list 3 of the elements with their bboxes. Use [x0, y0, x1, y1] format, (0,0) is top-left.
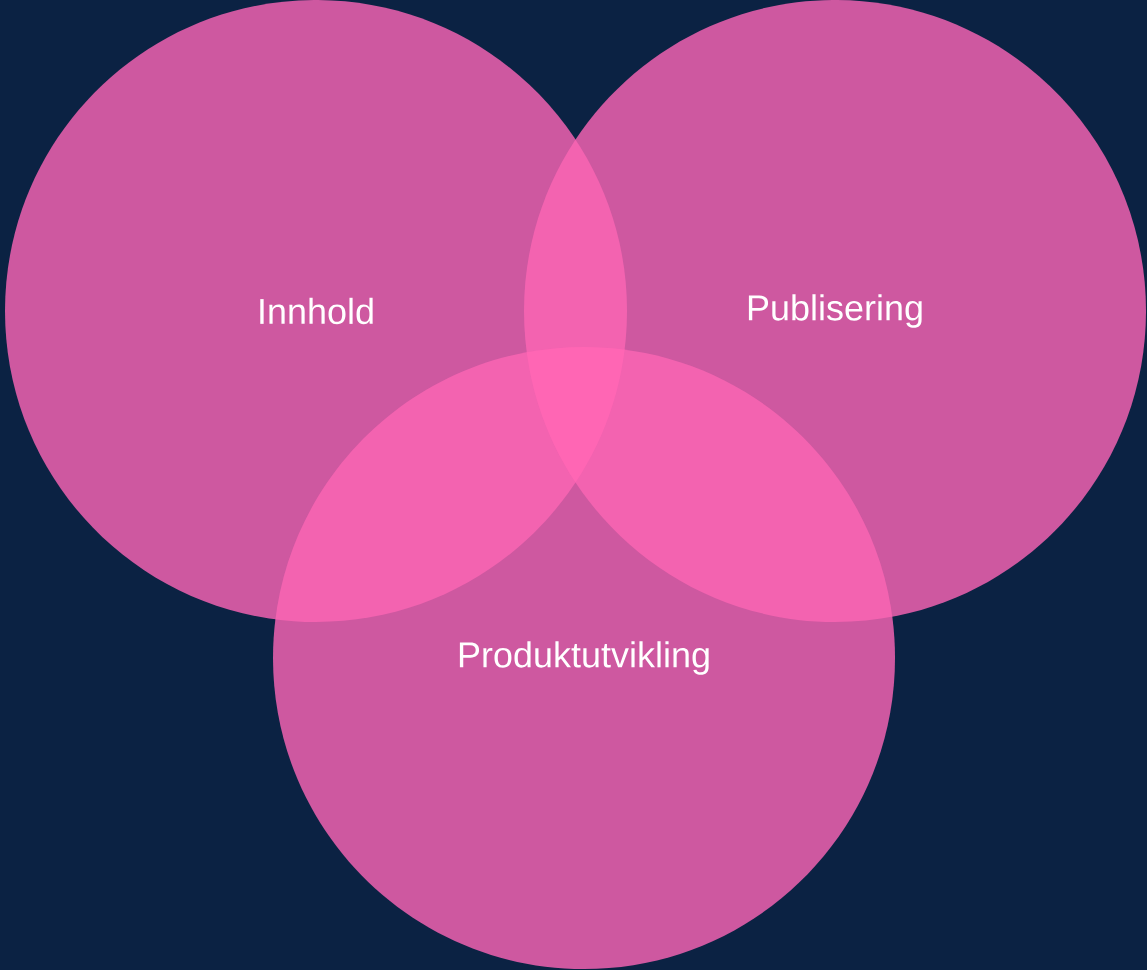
circle-label: Produktutvikling — [459, 641, 709, 675]
circle-label: Innhold — [260, 297, 373, 325]
circle-label: Publisering — [748, 294, 922, 328]
